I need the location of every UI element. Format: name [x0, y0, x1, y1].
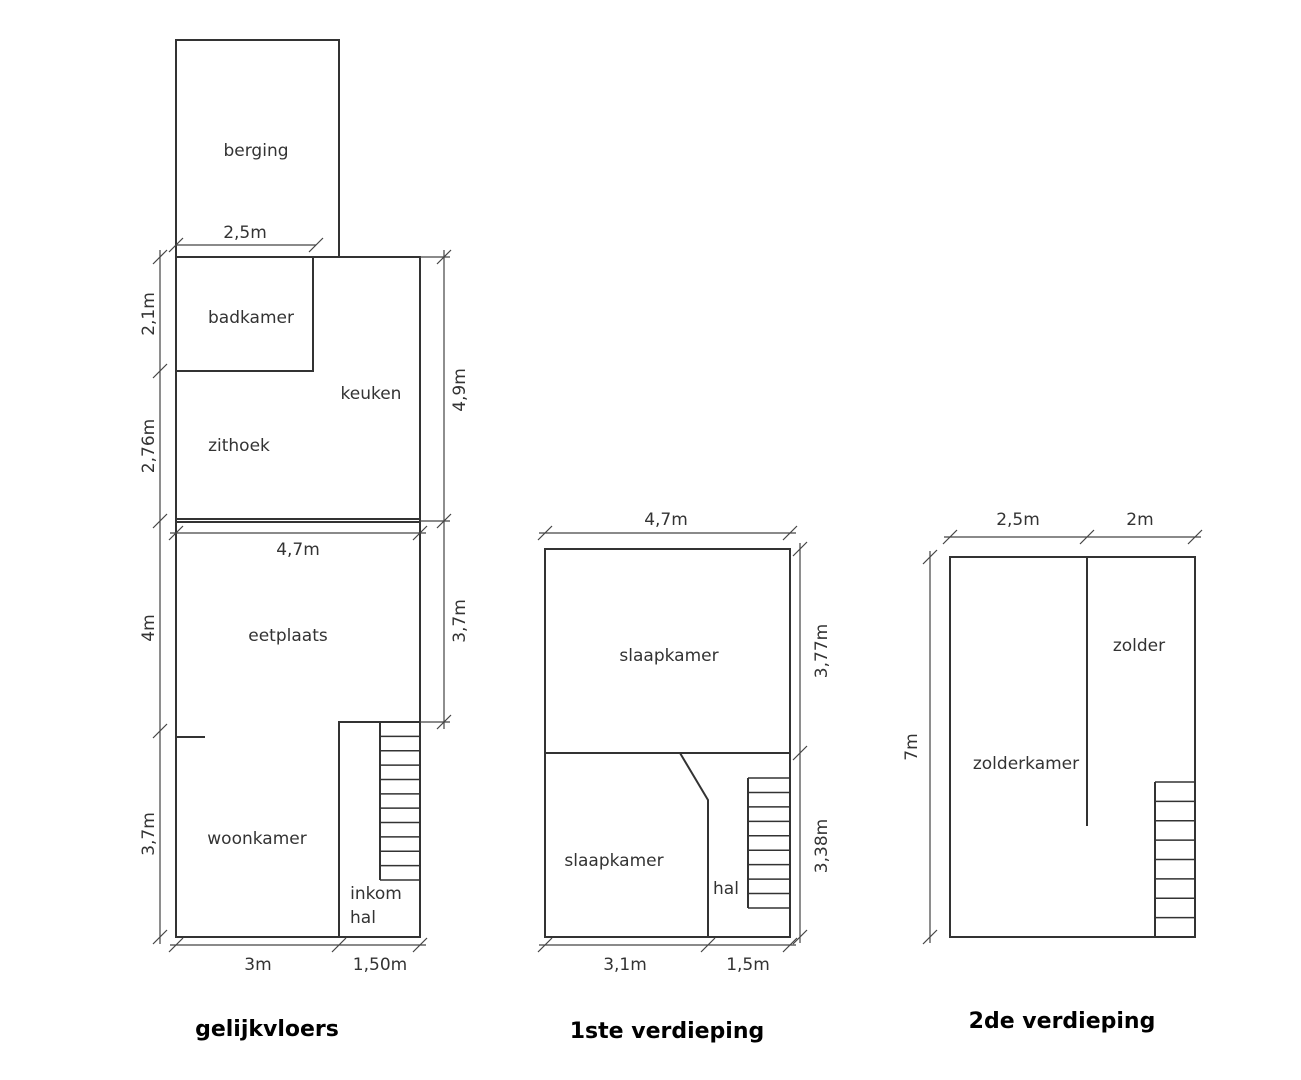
- room-label-zithoek: zithoek: [208, 436, 270, 456]
- staircase: [1154, 781, 1195, 938]
- dimension-tick: [152, 249, 168, 265]
- second-floor-plan: zolder zolderkamer 2,5m 2m 7m 2de verdie…: [902, 510, 1201, 1034]
- dimension-tick: [922, 929, 938, 945]
- room-label-keuken: keuken: [341, 384, 402, 404]
- dimension-tick: [152, 929, 168, 945]
- dimension-tick: [308, 237, 324, 253]
- dimension-tick: [942, 529, 958, 545]
- room-label-eetplaats: eetplaats: [248, 626, 328, 646]
- floor-title: gelijkvloers: [195, 1017, 339, 1042]
- dimension-tick: [152, 363, 168, 379]
- room-label-hal: hal: [713, 879, 739, 899]
- room-label-slaapkamer: slaapkamer: [619, 646, 718, 666]
- dimension-tick: [331, 937, 347, 953]
- dimension-label: 2m: [1126, 510, 1153, 530]
- dimension-tick: [168, 525, 184, 541]
- dimension-label: 3m: [244, 955, 271, 975]
- room-label-hal: hal: [350, 908, 376, 928]
- dimension-tick: [168, 937, 184, 953]
- dimension-label: 3,77m: [812, 624, 832, 678]
- dimension-label: 3,7m: [450, 599, 470, 643]
- floor-title: 2de verdieping: [969, 1009, 1156, 1034]
- room-label-zolderkamer: zolderkamer: [973, 754, 1079, 774]
- second-outline: [949, 556, 1196, 938]
- dimension-tick: [436, 249, 452, 265]
- dimension-label: 4,7m: [644, 510, 688, 530]
- dimension-tick: [152, 723, 168, 739]
- dimension-label: 3,1m: [603, 955, 647, 975]
- room-label-slaapkamer: slaapkamer: [564, 851, 663, 871]
- dimension-label: 3,38m: [812, 819, 832, 873]
- dimension-tick: [168, 237, 184, 253]
- dimension-label: 7m: [902, 733, 922, 760]
- room-label-woonkamer: woonkamer: [207, 829, 306, 849]
- dimension-label: 2,5m: [223, 223, 267, 243]
- room-label-berging: berging: [223, 141, 288, 161]
- dimension-tick: [537, 525, 553, 541]
- ground-floor-plan: berging badkamer keuken zithoek eetplaat…: [139, 39, 470, 1042]
- dimension-tick: [152, 513, 168, 529]
- dimension-label: 4,9m: [450, 368, 470, 412]
- ground-outline: [175, 256, 421, 938]
- dimension-tick: [700, 937, 716, 953]
- dimension-label: 2,5m: [996, 510, 1040, 530]
- dimension-label: 1,5m: [726, 955, 770, 975]
- dimension-label: 4,7m: [276, 540, 320, 560]
- dimension-tick: [436, 513, 452, 529]
- floor-title: 1ste verdieping: [570, 1019, 765, 1044]
- dimension-label: 2,1m: [139, 292, 159, 336]
- dimension-label: 2,76m: [139, 419, 159, 473]
- dimension-tick: [412, 525, 428, 541]
- dimension-tick: [537, 937, 553, 953]
- dimension-label: 1,50m: [353, 955, 407, 975]
- staircase: [747, 777, 790, 909]
- room-label-zolder: zolder: [1113, 636, 1165, 656]
- dimension-tick: [792, 745, 808, 761]
- dimension-tick: [1187, 529, 1203, 545]
- room-label-badkamer: badkamer: [208, 308, 294, 328]
- dimension-tick: [792, 541, 808, 557]
- berging-walls: [175, 39, 340, 257]
- hal-walls: [679, 752, 709, 937]
- dimension-label: 4m: [139, 614, 159, 641]
- room-label-inkom: inkom: [350, 884, 402, 904]
- dimension-tick: [792, 929, 808, 945]
- dimension-label: 3,7m: [139, 812, 159, 856]
- dimension-tick: [412, 937, 428, 953]
- dimension-tick: [922, 549, 938, 565]
- dimension-tick: [782, 937, 798, 953]
- dimension-tick: [782, 525, 798, 541]
- first-outline: [544, 548, 791, 938]
- badkamer-walls: [176, 257, 314, 372]
- first-floor-plan: slaapkamer slaapkamer hal 4,7m 3,77m 3,3…: [539, 510, 832, 1044]
- dimension-ticks: [152, 237, 1203, 953]
- dimension-tick: [1079, 529, 1095, 545]
- dimension-tick: [436, 714, 452, 730]
- staircase: [379, 721, 420, 881]
